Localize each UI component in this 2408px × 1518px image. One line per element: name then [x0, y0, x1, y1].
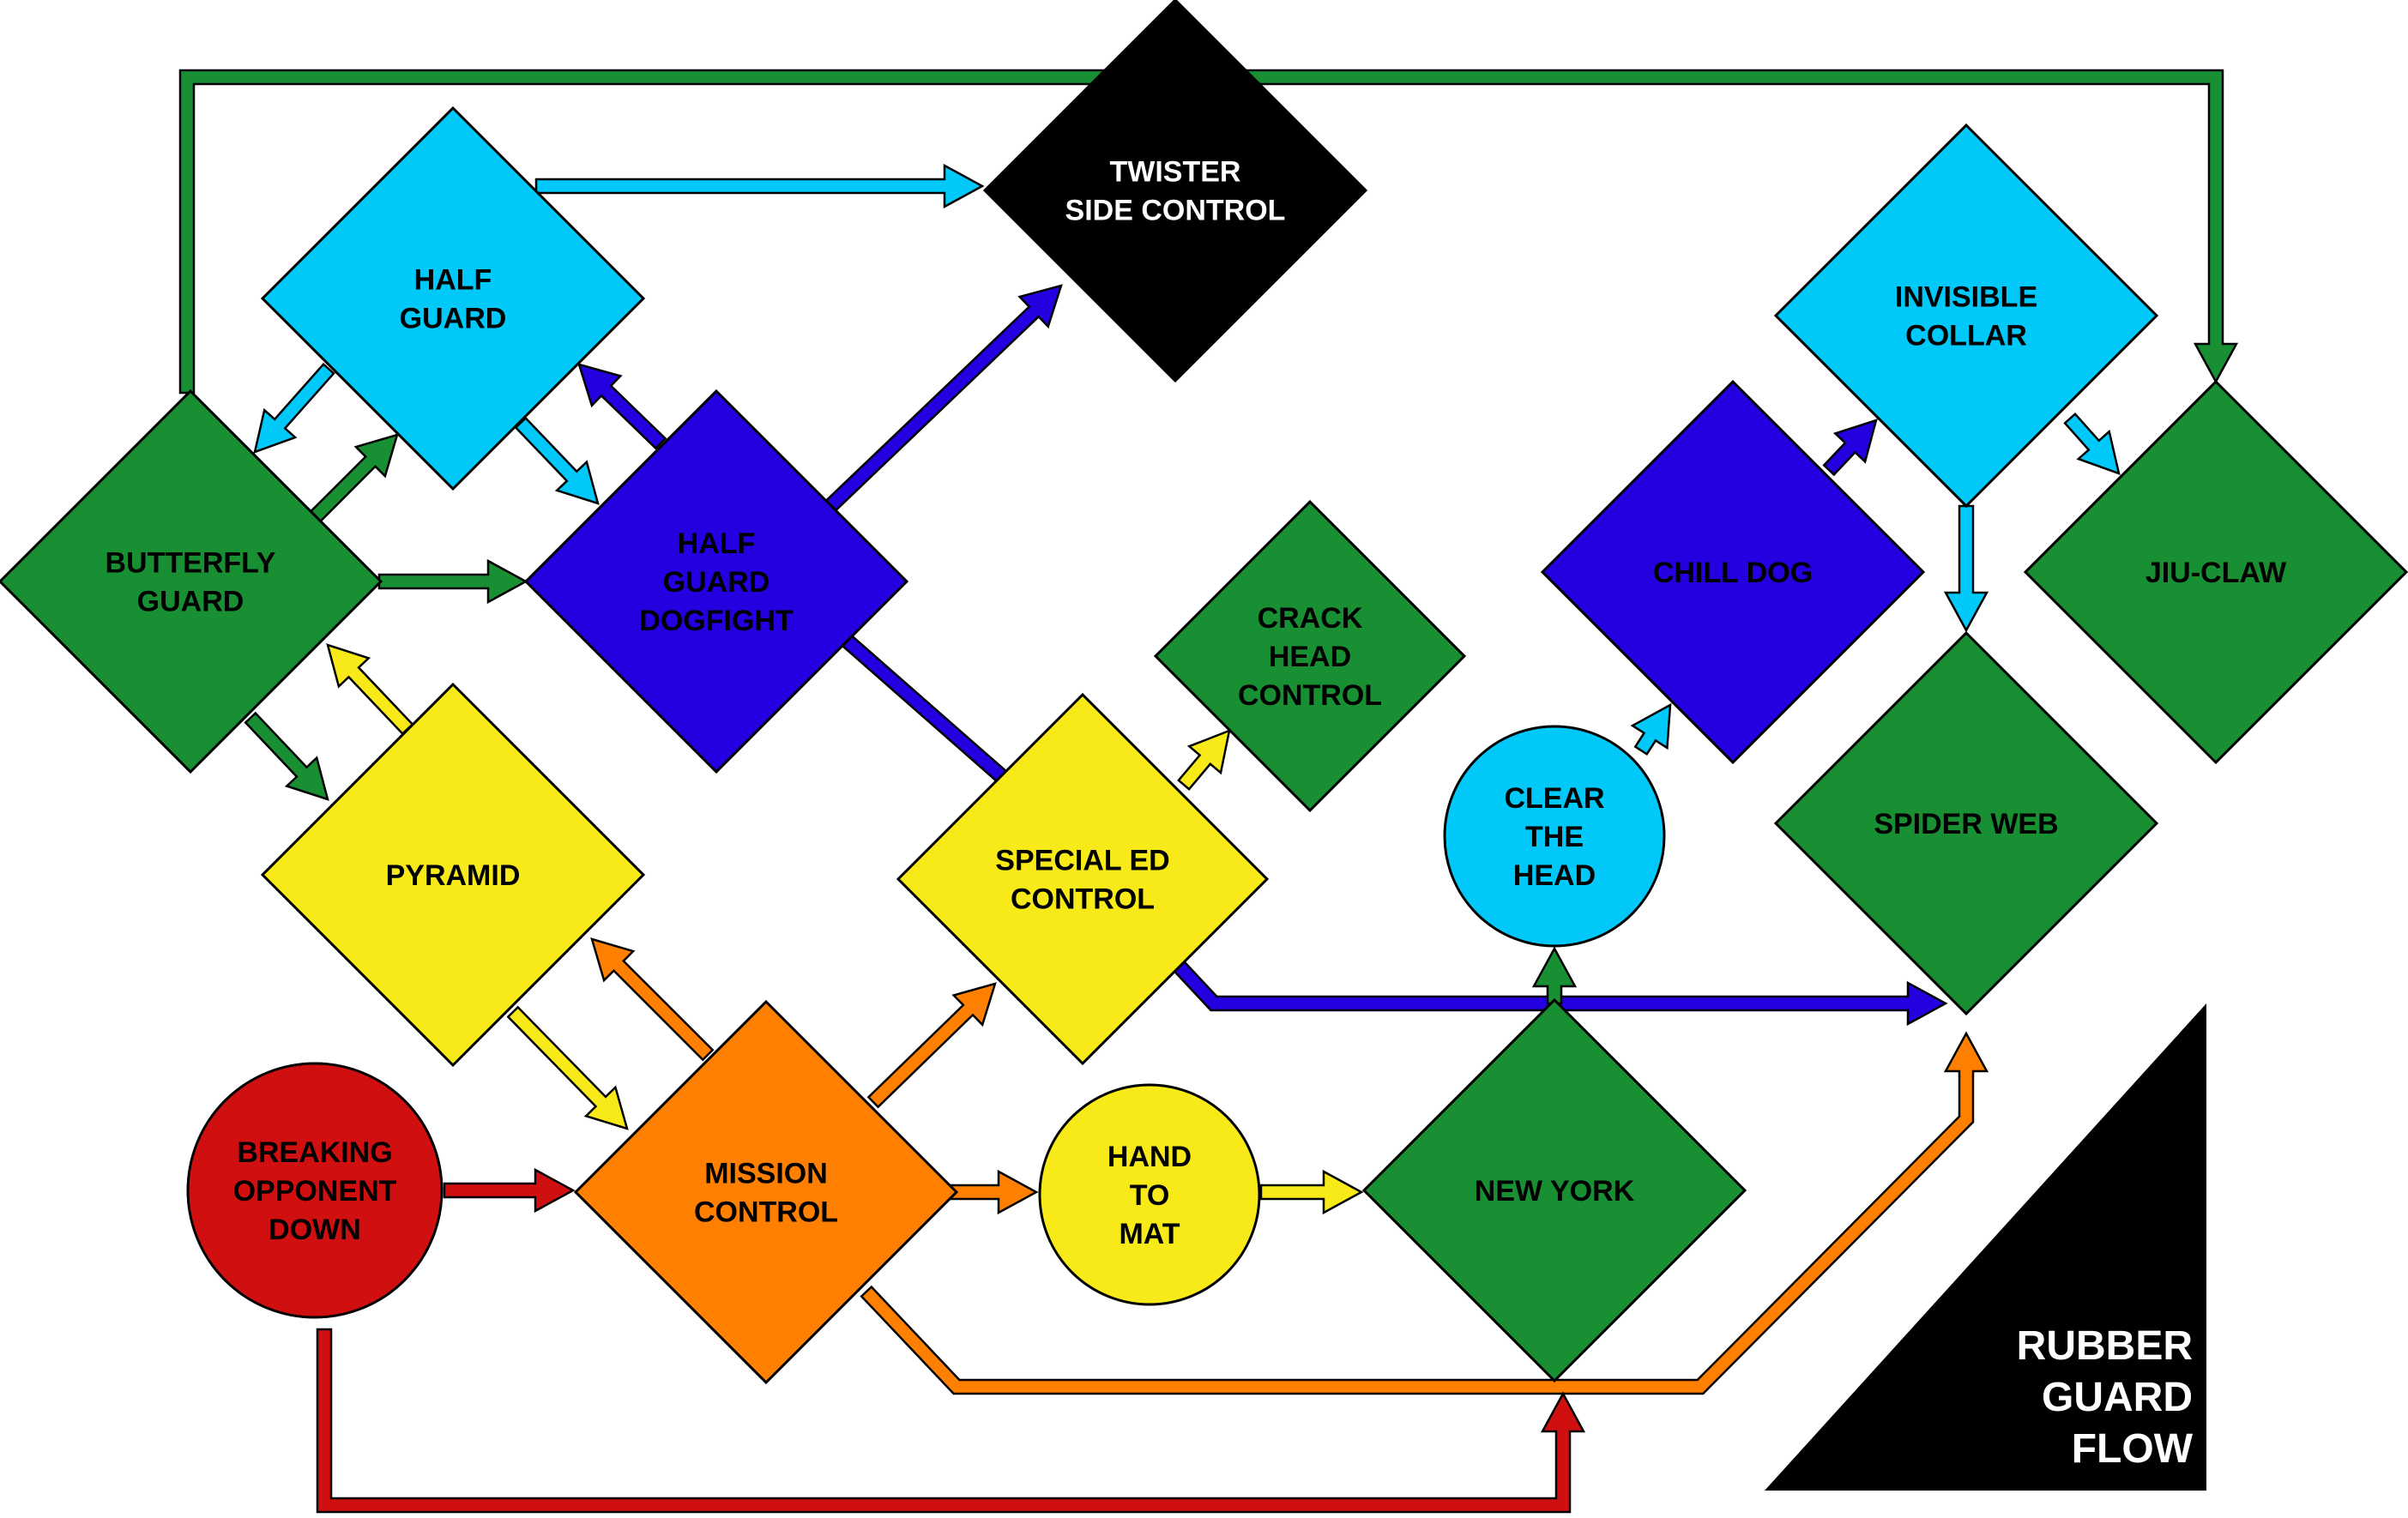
arrow-butterfly-guard-to-pyramid: [244, 711, 329, 801]
arrow-clear-the-head-to-chill-dog: [1630, 702, 1672, 756]
node-shape-diamond: [1773, 630, 2159, 1016]
node-chill-dog: CHILL DOG: [1540, 379, 1926, 765]
edges-layer: [178, 69, 2239, 1514]
arrow-chill-dog-to-invisible-collar: [1822, 419, 1878, 477]
node-label-line: CRACK: [1258, 602, 1363, 635]
node-label-line: CHILL DOG: [1653, 557, 1813, 589]
node-shape-circle: [1038, 1083, 1261, 1306]
node-shape-diamond: [1540, 379, 1926, 765]
node-butterfly-guard: BUTTERFLY GUARD: [0, 389, 383, 774]
node-label-line: MISSION: [704, 1158, 828, 1190]
node-shape-diamond: [982, 0, 1368, 383]
node-half-guard: HALF GUARD: [260, 105, 646, 491]
node-invisible-collar: INVISIBLE COLLAR: [1773, 123, 2159, 509]
node-label-line: GUARD: [400, 303, 507, 335]
node-label-line: HAND: [1107, 1141, 1192, 1173]
node-label-line: BUTTERFLY: [106, 547, 276, 580]
node-label-line: CONTROL: [1238, 679, 1382, 712]
node-shape-diamond: [523, 389, 909, 774]
arrow-breaking-opponent-down-to-new-york: [316, 1328, 1586, 1514]
node-shape-diamond: [573, 999, 959, 1385]
node-label-line: DOWN: [269, 1214, 361, 1246]
node-label-line: SPECIAL ED: [995, 845, 1169, 877]
node-label-line: CONTROL: [694, 1196, 838, 1229]
arrow-special-ed-control-to-crack-head-control: [1177, 729, 1231, 791]
node-twister-side-control: TWISTER SIDE CONTROL: [982, 0, 1368, 383]
arrow-half-guard-to-butterfly-guard: [253, 362, 335, 454]
node-label-line: MAT: [1119, 1218, 1180, 1250]
node-hand-to-mat: HAND TO MAT: [1038, 1083, 1261, 1306]
arrow-invisible-collar-to-jiu-claw: [2063, 412, 2121, 475]
title-line: RUBBER: [2017, 1323, 2193, 1369]
node-label-line: JIU-CLAW: [2145, 557, 2287, 589]
node-shape-diamond: [1773, 123, 2159, 509]
node-shape-diamond: [260, 682, 646, 1068]
arrow-pyramid-to-butterfly-guard: [326, 643, 414, 736]
node-shape-diamond: [1361, 997, 1747, 1383]
arrow-mission-control-to-spider-web: [860, 1031, 1989, 1395]
arrow-mission-control-to-hand-to-mat: [946, 1169, 1039, 1215]
node-breaking-opponent-down: BREAKING OPPONENT DOWN: [186, 1062, 444, 1319]
node-label-line: CONTROL: [1011, 883, 1155, 916]
node-label-line: GUARD: [663, 566, 770, 599]
node-label-line: PYRAMID: [386, 859, 521, 892]
node-label-line: HEAD: [1269, 641, 1351, 673]
node-shape-circle: [186, 1062, 444, 1319]
node-mission-control: MISSION CONTROL: [573, 999, 959, 1385]
node-shape-circle: [1443, 725, 1666, 948]
arrow-half-guard-to-twister-side-control: [534, 163, 985, 209]
node-label-line: SIDE CONTROL: [1065, 195, 1286, 227]
node-half-guard-dogfight: HALF GUARD DOGFIGHT: [523, 389, 909, 774]
node-label-line: TWISTER: [1110, 156, 1241, 189]
node-label-line: NEW YORK: [1475, 1175, 1635, 1208]
node-clear-the-head: CLEAR THE HEAD: [1443, 725, 1666, 948]
node-label-line: INVISIBLE: [1895, 281, 2037, 314]
node-label-line: BREAKING: [237, 1136, 392, 1169]
node-label-line: HEAD: [1513, 859, 1596, 892]
nodes-layer: TWISTER SIDE CONTROL HALF GUARD BUTTERFLY GUA…: [0, 0, 2408, 1385]
node-shape-diamond: [896, 692, 1270, 1066]
arrow-breaking-opponent-down-to-mission-control: [443, 1167, 576, 1214]
node-shape-diamond: [260, 105, 646, 491]
node-label-line: DOGFIGHT: [639, 605, 794, 637]
arrow-new-york-to-clear-the-head: [1531, 946, 1578, 1005]
arrow-mission-control-to-pyramid: [590, 937, 715, 1062]
title-block: RUBBER GUARD FLOW: [1765, 1003, 2206, 1491]
node-shape-diamond: [2023, 379, 2408, 765]
arrow-hand-to-mat-to-new-york: [1259, 1169, 1364, 1215]
arrow-butterfly-guard-to-half-guard: [309, 433, 399, 523]
arrow-half-guard-to-half-guard-dogfight: [514, 416, 600, 505]
node-label-line: OPPONENT: [233, 1175, 397, 1208]
node-special-ed-control: SPECIAL ED CONTROL: [896, 692, 1270, 1066]
node-label-line: COLLAR: [1905, 320, 2027, 352]
arrow-half-guard-dogfight-to-twister-side-control: [824, 284, 1063, 513]
node-new-york: NEW YORK: [1361, 997, 1747, 1383]
arrow-invisible-collar-to-spider-web: [1943, 504, 1989, 633]
arrow-butterfly-guard-to-half-guard-dogfight: [377, 558, 528, 605]
node-label-line: HALF: [414, 264, 492, 297]
node-label-line: HALF: [678, 527, 756, 560]
node-jiu-claw: JIU-CLAW: [2023, 379, 2408, 765]
title-line: GUARD: [2042, 1375, 2193, 1420]
node-label-line: TO: [1130, 1179, 1170, 1212]
arrow-half-guard-dogfight-to-half-guard: [577, 363, 667, 450]
node-label-line: THE: [1525, 821, 1584, 853]
arrow-butterfly-guard-to-jiu-claw: [178, 69, 2239, 395]
title-line: FLOW: [2072, 1426, 2194, 1472]
node-crack-head-control: CRACK HEAD CONTROL: [1153, 499, 1467, 813]
arrow-pyramid-to-mission-control: [506, 1005, 629, 1130]
node-label-line: GUARD: [137, 586, 244, 618]
node-pyramid: PYRAMID: [260, 682, 646, 1068]
node-shape-diamond: [1153, 499, 1467, 813]
node-label-line: SPIDER WEB: [1874, 808, 2058, 840]
node-shape-diamond: [0, 389, 383, 774]
arrow-mission-control-to-special-ed-control: [866, 982, 997, 1109]
node-spider-web: SPIDER WEB: [1773, 630, 2159, 1016]
node-label-line: CLEAR: [1504, 782, 1604, 815]
title-triangle: [1765, 1003, 2206, 1491]
